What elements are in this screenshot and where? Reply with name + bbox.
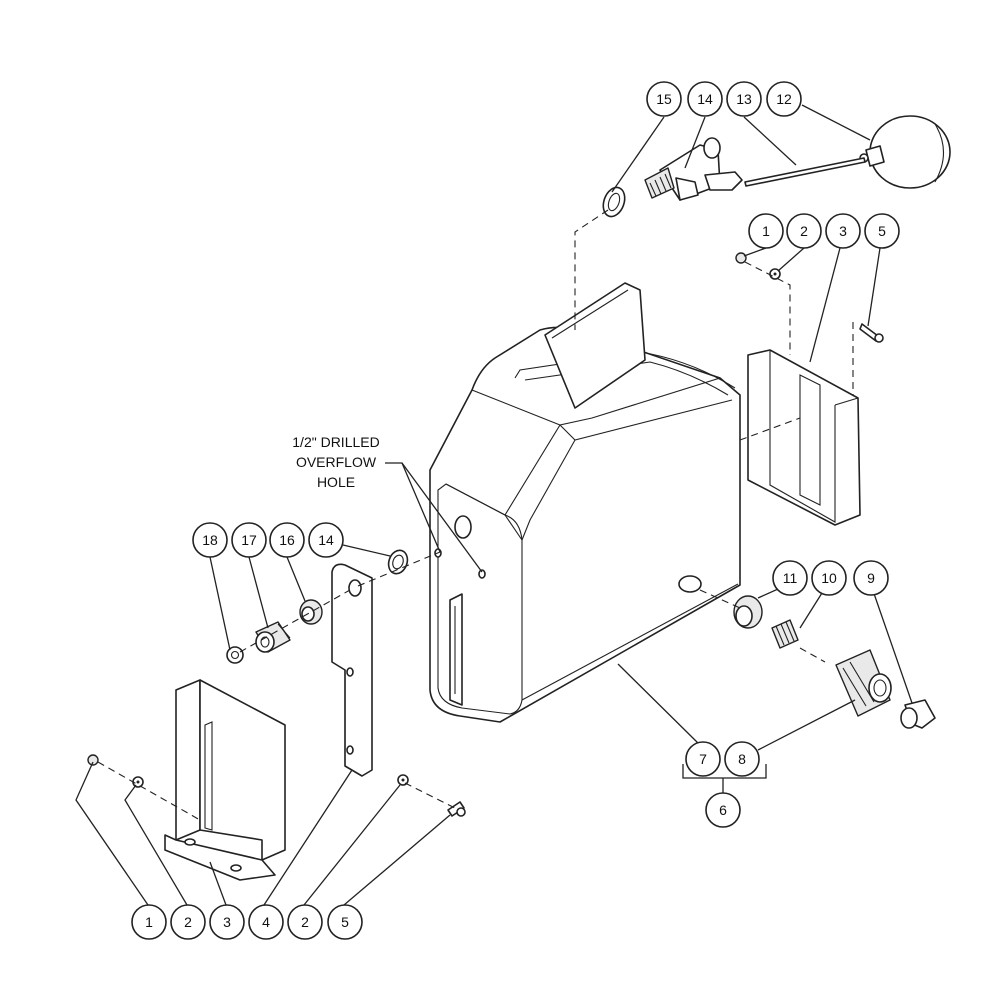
nut-right [735,252,747,264]
upper-hole [454,515,472,539]
right-hardware [735,252,884,343]
right-bracket [747,349,861,526]
svg-text:3: 3 [839,223,847,239]
tank-body [429,326,741,723]
svg-text:13: 13 [736,91,752,107]
svg-text:15: 15 [656,91,672,107]
callout-5-right: 5 [864,213,900,249]
callout-3-right: 3 [825,213,861,249]
svg-text:14: 14 [318,532,334,548]
svg-text:12: 12 [776,91,792,107]
callout-1-bottom: 1 [131,904,167,940]
inlet-fittings [226,549,409,664]
callout-14-mid: 14 [308,522,344,558]
leader-lines [75,104,913,906]
float-rod [744,157,866,187]
washer-14 [387,549,409,575]
svg-text:11: 11 [783,570,798,586]
svg-text:8: 8 [738,751,746,767]
svg-text:1: 1 [762,223,770,239]
svg-text:5: 5 [341,914,349,930]
side-plate [331,563,373,777]
callout-10: 10 [811,560,847,596]
svg-text:2: 2 [301,914,309,930]
overflow-hole-note: 1/2" DRILLED OVERFLOW HOLE [292,434,379,490]
callout-8: 8 [724,741,760,777]
callout-7: 7 [685,741,721,777]
note-line-3: HOLE [317,474,355,490]
valve-body [659,144,721,201]
bottom-hardware [87,754,466,817]
svg-text:2: 2 [800,223,808,239]
left-bracket [164,679,286,881]
svg-text:17: 17 [241,532,257,548]
svg-text:1: 1 [145,914,153,930]
drain-fittings [733,595,936,729]
svg-text:5: 5 [878,223,886,239]
callout-16: 16 [269,522,305,558]
svg-text:3: 3 [223,914,231,930]
nut-left [87,754,99,766]
lid-plate [544,282,646,409]
svg-text:9: 9 [867,570,875,586]
svg-text:10: 10 [821,570,837,586]
svg-text:18: 18 [202,532,218,548]
callout-17: 17 [231,522,267,558]
svg-text:2: 2 [184,914,192,930]
callout-9: 9 [853,560,889,596]
callout-2b-bottom: 2 [287,904,323,940]
overflow-hole-right [478,569,486,579]
callout-12: 12 [766,81,802,117]
svg-text:6: 6 [719,802,727,818]
svg-text:16: 16 [279,532,295,548]
callout-5-bottom: 5 [327,904,363,940]
assembly-lines [97,209,854,821]
screw-bottom [447,801,465,817]
float-valve-assembly [602,115,951,218]
callout-2-bottom: 2 [170,904,206,940]
side-hole [678,575,702,593]
svg-text:7: 7 [699,751,707,767]
note-line-1: 1/2" DRILLED [292,434,379,450]
note-line-2: OVERFLOW [296,454,377,470]
top-washer [602,186,626,218]
callout-3-bottom: 3 [209,904,245,940]
callout-11: 11 [772,560,808,596]
svg-text:14: 14 [697,91,713,107]
callout-1-right: 1 [748,213,784,249]
callout-14-top: 14 [687,81,723,117]
washer-18 [226,646,244,664]
callout-13: 13 [726,81,762,117]
callout-15: 15 [646,81,682,117]
callout-6: 6 [705,792,741,828]
callout-balloons: 15 14 13 12 1 2 3 5 18 17 16 14 11 10 9 … [131,81,900,940]
callout-18: 18 [192,522,228,558]
callout-2-right: 2 [786,213,822,249]
svg-text:4: 4 [262,914,270,930]
callout-4-bottom: 4 [248,904,284,940]
